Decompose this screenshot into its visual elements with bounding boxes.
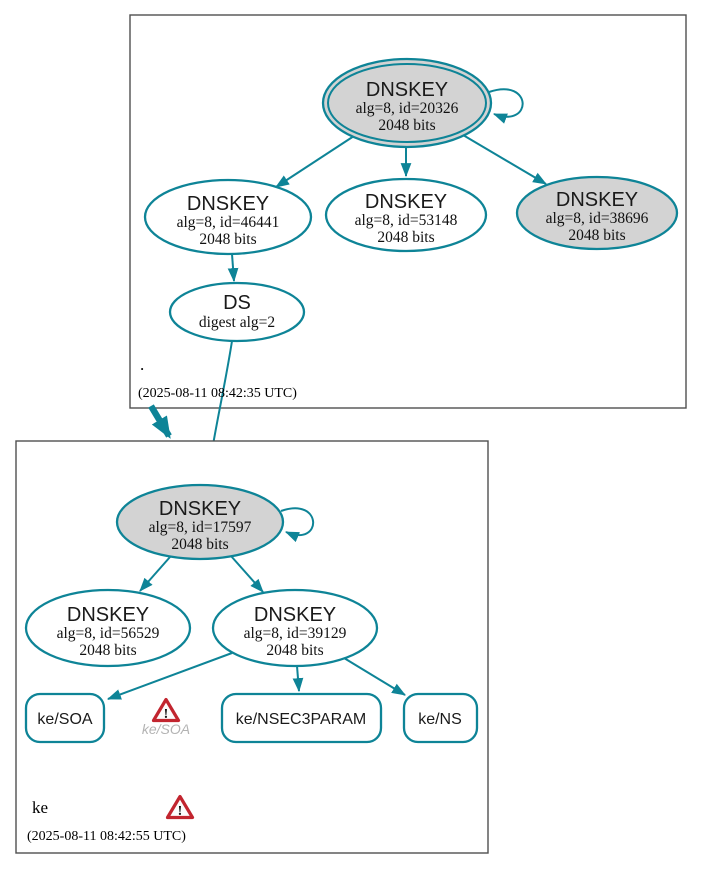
- dnskey-56529-node[interactable]: DNSKEY alg=8, id=56529 2048 bits: [24, 588, 192, 668]
- dnskey-53148-ellipse[interactable]: [324, 177, 488, 253]
- dnskey-46441-title: DNSKEY: [187, 193, 269, 215]
- edge-dnskey-20326-self-signature: [488, 88, 524, 124]
- warning-exclamation-glyph: !: [178, 804, 183, 819]
- edge-dnskey-17597-self-signature: [280, 507, 315, 543]
- dnskey-20326-detail1: alg=8, id=20326: [356, 100, 459, 117]
- root-zone-timestamp: (2025-08-11 08:42:35 UTC): [138, 386, 297, 401]
- dnskey-39129-node[interactable]: DNSKEY alg=8, id=39129 2048 bits: [211, 588, 379, 668]
- dnskey-38696-ellipse[interactable]: [515, 175, 679, 251]
- dnskey-20326-inner-ring: [327, 63, 487, 143]
- edge-dnskey-39129-to-ke-nsec3param: [292, 665, 304, 693]
- rrset-ke-ns-label: ke/NS: [418, 711, 462, 728]
- edge-root-delegation-to-ke: [148, 404, 172, 439]
- ke-zone-timestamp: (2025-08-11 08:42:55 UTC): [27, 829, 186, 844]
- soa-warning-icon[interactable]: !: [151, 697, 181, 723]
- dnskey-56529-title: DNSKEY: [67, 604, 149, 626]
- edge-dnskey-17597-to-56529: [139, 556, 171, 592]
- ke-zone-warning-icon[interactable]: !: [165, 794, 195, 820]
- dnskey-17597-detail1: alg=8, id=17597: [149, 519, 252, 536]
- dnskey-56529-detail1: alg=8, id=56529: [57, 625, 160, 642]
- rrset-ke-ns-node[interactable]: ke/NS: [402, 692, 479, 744]
- rrset-ke-nsec3param-rect[interactable]: [220, 692, 383, 744]
- rrset-ke-soa-label: ke/SOA: [37, 711, 92, 728]
- dnskey-46441-detail1: alg=8, id=46441: [177, 214, 280, 231]
- rrset-ke-soa-node[interactable]: ke/SOA: [24, 692, 106, 744]
- edge-dnskey-39129-to-ke-soa: [106, 652, 233, 700]
- dnskey-38696-detail2: 2048 bits: [568, 227, 625, 244]
- dnskey-53148-node[interactable]: DNSKEY alg=8, id=53148 2048 bits: [324, 177, 488, 253]
- root-zone-name: .: [140, 355, 144, 374]
- warning-triangle-icon: [165, 794, 195, 820]
- dnskey-39129-detail2: 2048 bits: [266, 642, 323, 659]
- edge-dnskey-17597-to-39129: [230, 555, 264, 593]
- ds-title: DS: [223, 292, 251, 314]
- dnskey-17597-detail2: 2048 bits: [171, 536, 228, 553]
- dnskey-20326-node[interactable]: DNSKEY alg=8, id=20326 2048 bits: [321, 57, 493, 149]
- dnskey-46441-ellipse[interactable]: [143, 178, 313, 256]
- edge-dnskey-20326-to-38696: [462, 134, 547, 185]
- dnskey-39129-title: DNSKEY: [254, 604, 336, 626]
- warning-exclamation-glyph: !: [164, 707, 169, 722]
- dnskey-53148-detail2: 2048 bits: [377, 229, 434, 246]
- ds-node[interactable]: DS digest alg=2: [168, 281, 306, 343]
- rrset-ke-ns-rect[interactable]: [402, 692, 479, 744]
- dnskey-56529-ellipse[interactable]: [24, 588, 192, 668]
- edge-dnskey-39129-to-ke-ns: [343, 657, 406, 696]
- dnskey-20326-detail2: 2048 bits: [378, 117, 435, 134]
- dnskey-53148-title: DNSKEY: [365, 191, 447, 213]
- warning-triangle-icon: [151, 697, 181, 723]
- dnskey-39129-ellipse[interactable]: [211, 588, 379, 668]
- dnskey-20326-ellipse[interactable]: [321, 57, 493, 149]
- dnskey-38696-node[interactable]: DNSKEY alg=8, id=38696 2048 bits: [515, 175, 679, 251]
- rrset-ke-soa-rect[interactable]: [24, 692, 106, 744]
- dnskey-17597-title: DNSKEY: [159, 498, 241, 520]
- dnskey-38696-detail1: alg=8, id=38696: [546, 210, 649, 227]
- dnskey-38696-title: DNSKEY: [556, 189, 638, 211]
- missing-soa-label: ke/SOA: [142, 721, 190, 737]
- dnskey-17597-ellipse[interactable]: [115, 483, 285, 561]
- dnskey-46441-detail2: 2048 bits: [199, 231, 256, 248]
- dnskey-39129-detail1: alg=8, id=39129: [244, 625, 347, 642]
- dnskey-53148-detail1: alg=8, id=53148: [355, 212, 458, 229]
- rrset-ke-nsec3param-node[interactable]: ke/NSEC3PARAM: [220, 692, 383, 744]
- ds-ellipse[interactable]: [168, 281, 306, 343]
- ke-zone-name: ke: [32, 798, 48, 817]
- rrset-ke-nsec3param-label: ke/NSEC3PARAM: [236, 711, 366, 728]
- dnskey-17597-node[interactable]: DNSKEY alg=8, id=17597 2048 bits: [115, 483, 285, 561]
- ds-detail1: digest alg=2: [199, 314, 275, 331]
- edge-dnskey-46441-to-ds: [227, 253, 239, 283]
- edge-dnskey-20326-to-46441: [275, 135, 355, 188]
- dnskey-20326-title: DNSKEY: [366, 79, 448, 101]
- dnskey-46441-node[interactable]: DNSKEY alg=8, id=46441 2048 bits: [143, 178, 313, 256]
- dnskey-56529-detail2: 2048 bits: [79, 642, 136, 659]
